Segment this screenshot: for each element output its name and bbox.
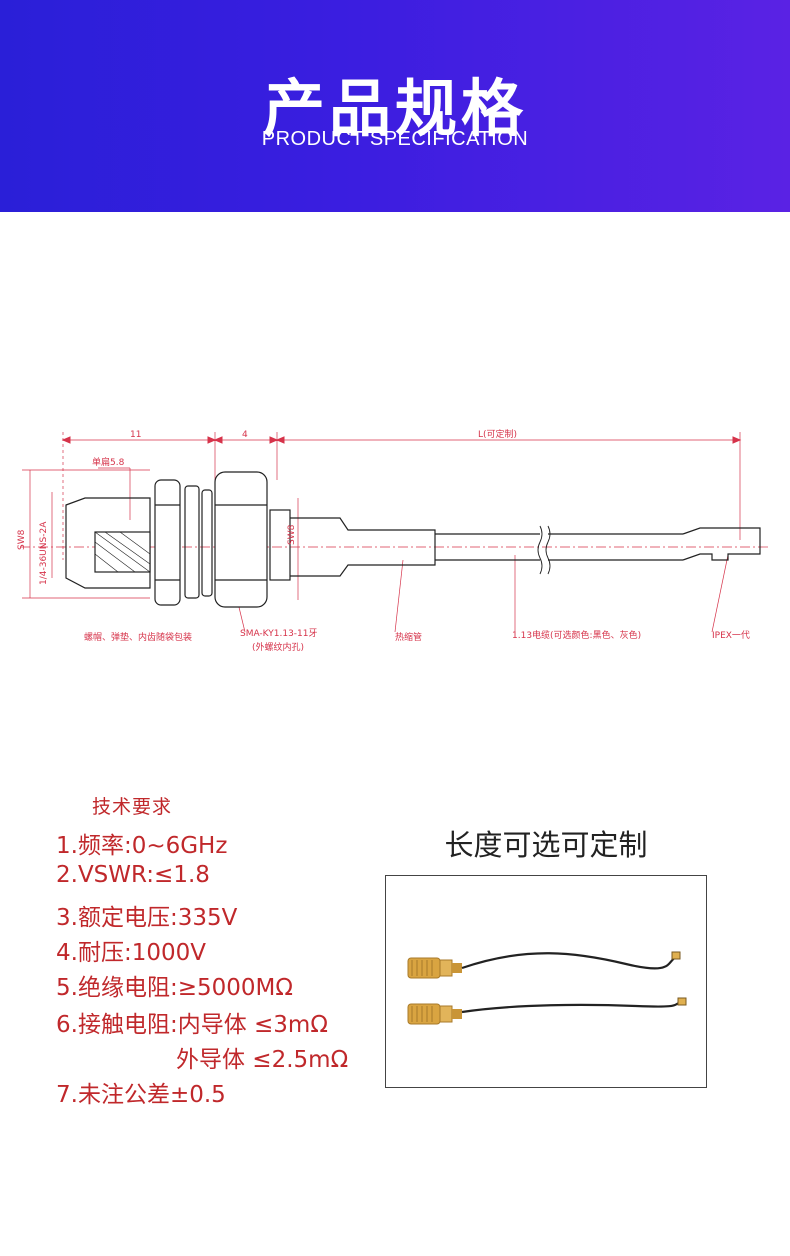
sw8-right-label: SW8 [287, 524, 297, 545]
spec-line: 4.耐压:1000V [56, 940, 206, 966]
spec-line: 6.接触电阻:内导体 ≤3mΩ [56, 1012, 328, 1038]
spec-heading: 技术要求 [92, 796, 173, 818]
cable-assembly-illustration [407, 951, 687, 1025]
note-ipex: IPEX一代 [712, 630, 750, 641]
photo-title: 长度可选可定制 [444, 828, 648, 862]
cable-assembly-1 [407, 951, 681, 979]
spec-line: 7.未注公差±0.5 [56, 1082, 226, 1108]
note-cable: 1.13电缆(可选颜色:黑色、灰色) [512, 629, 641, 641]
note-shrink: 热缩管 [395, 631, 422, 643]
spec-line: 2.VSWR:≤1.8 [56, 862, 210, 888]
note-sma: SMA-KY1.13-11牙 [240, 628, 318, 639]
spec-line: 5.绝缘电阻:≥5000MΩ [56, 975, 293, 1001]
page-subtitle: PRODUCT SPECIFICATION [261, 128, 529, 150]
spec-line: 3.额定电压:335V [56, 905, 238, 931]
page-title: 产品规格 [262, 72, 527, 145]
technical-drawing: 11 4 L(可定制) 单扁5.8 螺帽、弹垫、内齿随袋包装 SMA-KY1.1… [17, 428, 770, 653]
hex-label: 单扁5.8 [92, 456, 125, 468]
note-nut: 螺帽、弹垫、内齿随袋包装 [84, 631, 192, 643]
note-sma-sub: (外螺纹内孔) [252, 641, 304, 653]
spec-line: 外导体 ≤2.5mΩ [176, 1047, 349, 1073]
spec-line: 1.频率:0~6GHz [56, 833, 228, 859]
thread-label: 1/4-36UNS-2A [39, 521, 49, 585]
header-banner: 产品规格 PRODUCT SPECIFICATION [0, 0, 790, 212]
dim-4-label: 4 [242, 430, 248, 440]
dim-L-label: L(可定制) [478, 428, 517, 440]
sw8-left-label: SW8 [17, 529, 27, 550]
dim-11-label: 11 [130, 430, 141, 440]
product-photo [385, 875, 707, 1088]
cable-assembly-2 [407, 997, 687, 1025]
